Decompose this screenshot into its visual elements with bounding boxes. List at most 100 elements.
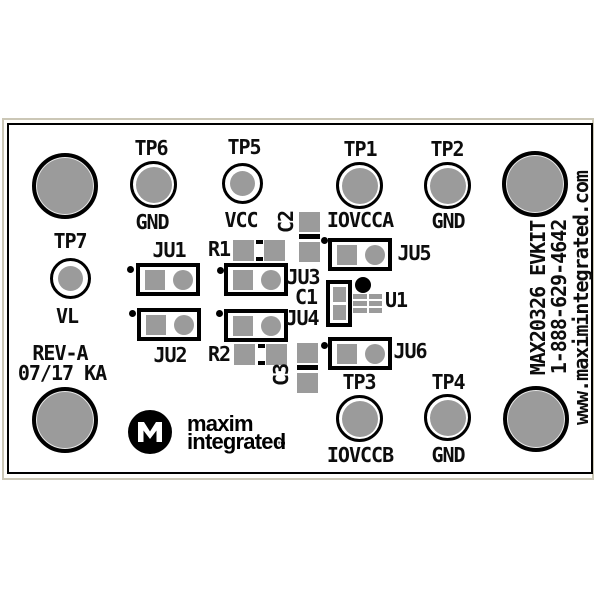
jumper-ju2-pad2 — [174, 314, 194, 335]
pcb-silkscreen-outline — [7, 123, 593, 474]
capacitor-c2-pad2 — [299, 242, 320, 262]
testpoint-tp2-net-label: GND — [431, 209, 465, 233]
testpoint-tp3-net-label: IOVCCB — [326, 443, 394, 467]
jumper-ju1-box — [136, 263, 200, 296]
jumper-ju5-label: JU5 — [397, 241, 431, 265]
jumper-ju3-box — [224, 263, 288, 296]
resistor-r2-label: R2 — [207, 342, 231, 366]
testpoint-tp2-ref-label: TP2 — [430, 137, 464, 161]
revision-label: REV-A — [32, 341, 88, 365]
testpoint-tp2-pad — [424, 162, 471, 209]
maxim-logo-mark — [128, 410, 172, 454]
jumper-ju1-pad1 — [145, 269, 165, 290]
jumper-ju2-box — [137, 308, 201, 341]
testpoint-tp7-net-label: VL — [55, 304, 79, 328]
testpoint-tp5-pad-core — [230, 171, 255, 196]
testpoint-tp5-pad — [222, 163, 263, 204]
jumper-ju5-box — [328, 238, 392, 271]
jumper-ju2-label: JU2 — [153, 343, 187, 367]
testpoint-tp6-ref-label: TP6 — [134, 136, 168, 160]
testpoint-tp4-ref-label: TP4 — [431, 370, 465, 394]
jumper-ju1-pin1-dot — [127, 266, 134, 273]
jumper-ju4-pin1-dot — [216, 310, 223, 317]
phone-vertical-label: 1-888-629-4642 — [547, 219, 571, 375]
testpoint-tp3-pad — [336, 395, 383, 442]
brand-wordmark-line2: integrated — [187, 429, 286, 454]
testpoint-tp4-pad-core — [429, 399, 466, 436]
testpoint-tp4-net-label: GND — [431, 443, 465, 467]
resistor-r1-pad1 — [233, 240, 254, 261]
ic-u1-pad — [369, 301, 382, 306]
resistor-r2-pad2 — [266, 344, 287, 365]
capacitor-c2-pad1 — [299, 212, 320, 232]
testpoint-tp4-pad — [424, 394, 471, 441]
testpoint-tp7-pad-core — [58, 266, 83, 291]
mounting-hole-top-left — [32, 153, 98, 219]
testpoint-tp1-pad-core — [341, 167, 378, 204]
ic-u1-pad — [353, 294, 367, 299]
jumper-ju2-pin1-dot — [129, 310, 136, 317]
mounting-hole-bottom-right — [503, 386, 569, 452]
jumper-ju6-pad2 — [365, 343, 385, 364]
kit-name-vertical-label: MAX20326 EVKIT — [526, 220, 550, 376]
jumper-ju5-pad2 — [365, 244, 385, 265]
capacitor-c3-label: C3 — [269, 363, 293, 387]
ic-u1-label: U1 — [384, 288, 408, 312]
capacitor-c3-pad2 — [297, 373, 318, 393]
maxim-logo-m-glyph — [138, 422, 162, 442]
jumper-ju6-label: JU6 — [393, 339, 427, 363]
resistor-r1-outline-tick-bottom — [256, 257, 263, 261]
testpoint-tp3-ref-label: TP3 — [342, 370, 376, 394]
capacitor-c2-label: C2 — [274, 210, 298, 234]
resistor-r2-pad1 — [234, 344, 255, 365]
testpoint-tp5-ref-label: TP5 — [227, 135, 261, 159]
resistor-r2-outline-tick-bottom — [258, 361, 265, 365]
jumper-ju3-pin1-dot — [217, 267, 224, 274]
resistor-r1-outline-tick-top — [256, 240, 263, 244]
jumper-ju3-pad2 — [261, 269, 281, 290]
resistor-r1-label: R1 — [207, 237, 231, 261]
jumper-ju5-pad1 — [337, 244, 357, 265]
mounting-hole-top-right — [502, 151, 568, 217]
testpoint-tp5-net-label: VCC — [224, 208, 258, 232]
resistor-r1-pad2 — [264, 240, 285, 261]
jumper-ju4-box — [224, 309, 288, 342]
brand-wordmark-line1: maxim — [187, 411, 254, 436]
jumper-ju6-box — [328, 337, 392, 370]
jumper-ju4-pad2 — [261, 315, 281, 336]
website-vertical-label: www.maximintegrated.com — [569, 171, 593, 425]
capacitor-c1-label: C1 — [294, 285, 318, 309]
capacitor-c3-pad1 — [297, 343, 318, 363]
jumper-ju3-label: JU3 — [286, 265, 320, 289]
testpoint-tp7-pad — [50, 258, 91, 299]
ic-u1-pad — [369, 308, 382, 313]
date-code-label: 07/17 KA — [17, 361, 107, 385]
jumper-ju1-pad2 — [173, 269, 193, 290]
testpoint-tp3-pad-core — [341, 400, 378, 437]
jumper-ju4-pad1 — [233, 315, 253, 336]
testpoint-tp6-pad — [130, 161, 177, 208]
testpoint-tp6-net-label: GND — [135, 210, 169, 234]
jumper-ju5-pin1-dot — [321, 237, 328, 244]
jumper-ju6-pad1 — [337, 343, 357, 364]
jumper-ju3-pad1 — [233, 269, 253, 290]
ic-u1-pad — [353, 308, 367, 313]
testpoint-tp1-ref-label: TP1 — [343, 137, 377, 161]
capacitor-c1-pad1 — [333, 287, 346, 302]
jumper-ju6-pin1-dot — [321, 342, 328, 349]
brand-trademark-symbol: ™ — [277, 440, 286, 450]
mounting-hole-bottom-left — [32, 387, 98, 453]
ic-u1-pin1-dot — [355, 277, 371, 293]
ic-u1-pad — [369, 294, 382, 299]
ic-u1-pad — [353, 301, 367, 306]
capacitor-c3-outline-bar — [297, 365, 318, 370]
jumper-ju4-label: JU4 — [285, 306, 319, 330]
capacitor-c2-outline-bar — [299, 234, 320, 239]
jumper-ju2-pad1 — [146, 314, 166, 335]
testpoint-tp2-pad-core — [429, 167, 466, 204]
capacitor-c1-pad2 — [333, 305, 346, 320]
testpoint-tp1-net-label: IOVCCA — [326, 208, 394, 232]
testpoint-tp1-pad — [336, 162, 383, 209]
testpoint-tp7-ref-label: TP7 — [53, 229, 87, 253]
resistor-r2-outline-tick-top — [258, 344, 265, 348]
